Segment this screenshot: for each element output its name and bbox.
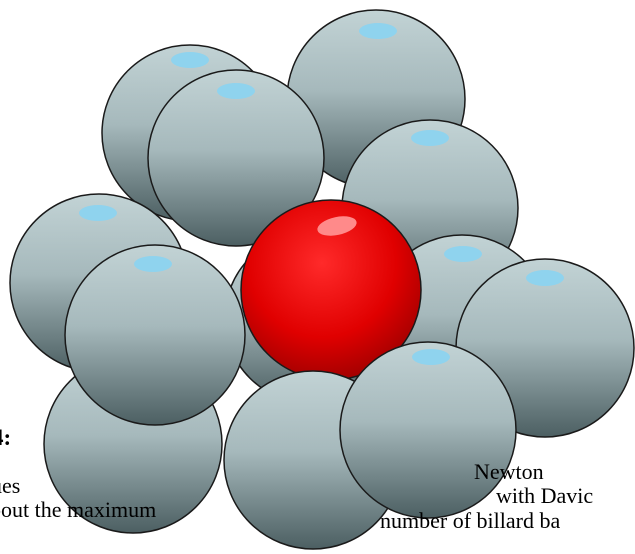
caption-right-line-3: number of billard ba [380, 508, 561, 533]
caption-left-line-3: bout the maximum [0, 497, 157, 522]
sphere [64, 244, 246, 426]
figure-number-label: 4: [0, 425, 12, 450]
caption-right-line-1: Newton [474, 459, 544, 484]
sphere [339, 341, 517, 519]
central-red-sphere [240, 199, 422, 381]
sphere [147, 69, 325, 247]
caption-right-line-2: with Davic [496, 483, 594, 508]
caption-left-line-2: gues [0, 473, 21, 498]
